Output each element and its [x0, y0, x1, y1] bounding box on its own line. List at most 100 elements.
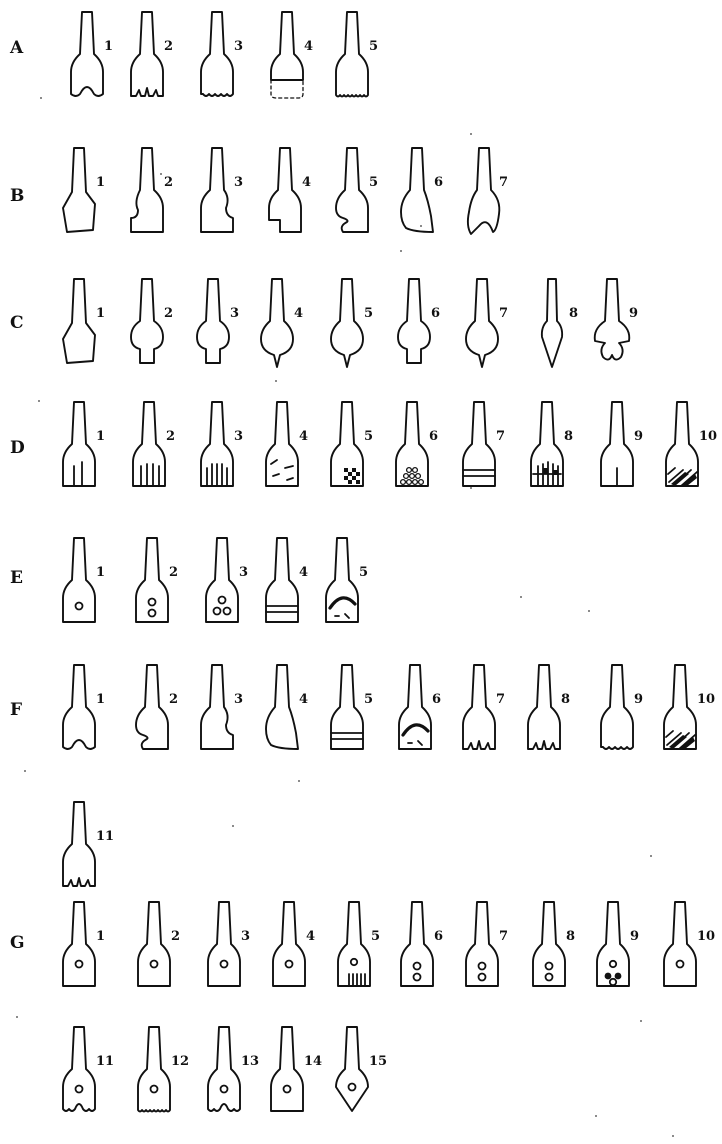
pendant-number: 8	[566, 930, 575, 943]
pendant-number: 5	[369, 176, 378, 189]
row-label-d: D	[10, 438, 25, 458]
pendant-g-12	[137, 1025, 173, 1117]
pendant-d-5	[330, 400, 366, 492]
pendant-e-3	[205, 536, 241, 628]
pendant-number: 6	[434, 930, 443, 943]
pendant-number: 1	[96, 176, 105, 189]
print-speck	[595, 1115, 597, 1117]
pendant-g-10	[663, 900, 699, 992]
pendant-d-4	[265, 400, 301, 492]
pendant-g-3	[207, 900, 243, 992]
print-speck	[400, 250, 402, 252]
print-speck	[588, 610, 590, 612]
print-speck	[16, 1016, 18, 1018]
pendant-number: 15	[369, 1055, 387, 1068]
pendant-number: 5	[364, 430, 373, 443]
pendant-c-6	[397, 277, 433, 369]
pendant-number: 2	[166, 430, 175, 443]
print-speck	[232, 825, 234, 827]
pendant-number: 7	[499, 930, 508, 943]
row-label-g: G	[10, 933, 25, 953]
pendant-c-7	[465, 277, 501, 369]
pendant-b-7	[465, 146, 501, 238]
pendant-f-3	[200, 663, 236, 755]
pendant-c-4	[260, 277, 296, 369]
print-speck	[470, 133, 472, 135]
row-label-a: A	[10, 38, 23, 58]
pendant-f-4	[265, 663, 301, 755]
pendant-d-10	[665, 400, 701, 492]
pendant-number: 6	[432, 693, 441, 706]
pendant-number: 7	[496, 693, 505, 706]
pendant-a-3	[200, 10, 236, 102]
pendant-number: 3	[239, 566, 248, 579]
pendant-f-7	[462, 663, 498, 755]
pendant-number: 4	[304, 40, 313, 53]
pendant-g-4	[272, 900, 308, 992]
pendant-d-8	[530, 400, 566, 492]
pendant-g-2	[137, 900, 173, 992]
pendant-a-4	[270, 10, 306, 102]
pendant-number: 9	[634, 430, 643, 443]
print-speck	[420, 225, 422, 227]
pendant-g-15	[335, 1025, 371, 1117]
pendant-a-5	[335, 10, 371, 102]
pendant-number: 3	[234, 430, 243, 443]
pendant-number: 4	[302, 176, 311, 189]
pendant-number: 1	[96, 430, 105, 443]
pendant-d-2	[132, 400, 168, 492]
pendant-number: 5	[364, 307, 373, 320]
pendant-c-8	[535, 277, 571, 369]
pendant-number: 4	[294, 307, 303, 320]
pendant-d-6	[395, 400, 431, 492]
pendant-number: 2	[164, 307, 173, 320]
pendant-number: 4	[299, 430, 308, 443]
pendant-e-2	[135, 536, 171, 628]
print-speck	[520, 596, 522, 598]
pendant-number: 6	[434, 176, 443, 189]
pendant-b-1	[62, 146, 98, 238]
print-speck	[160, 173, 162, 175]
pendant-number: 7	[499, 176, 508, 189]
pendant-b-2	[130, 146, 166, 238]
row-label-e: E	[10, 568, 23, 588]
pendant-e-4	[265, 536, 301, 628]
pendant-f-5	[330, 663, 366, 755]
pendant-g-11	[62, 1025, 98, 1117]
row-label-f: F	[10, 700, 22, 720]
pendant-g-8	[532, 900, 568, 992]
print-speck	[470, 487, 472, 489]
print-speck	[672, 1135, 674, 1137]
pendant-number: 2	[169, 693, 178, 706]
pendant-c-5	[330, 277, 366, 369]
pendant-number: 10	[697, 930, 715, 943]
pendant-number: 14	[304, 1055, 322, 1068]
pendant-g-1	[62, 900, 98, 992]
pendant-f-1	[62, 663, 98, 755]
pendant-number: 12	[171, 1055, 189, 1068]
pendant-number: 8	[561, 693, 570, 706]
pendant-f-11	[62, 800, 98, 892]
pendant-number: 4	[299, 566, 308, 579]
print-speck	[24, 770, 26, 772]
pendant-number: 10	[697, 693, 715, 706]
print-speck	[650, 855, 652, 857]
pendant-b-5	[335, 146, 371, 238]
pendant-g-14	[270, 1025, 306, 1117]
pendant-f-6	[398, 663, 434, 755]
pendant-number: 11	[96, 1055, 114, 1068]
print-speck	[38, 400, 40, 402]
pendant-d-1	[62, 400, 98, 492]
row-label-b: B	[10, 186, 24, 206]
pendant-e-1	[62, 536, 98, 628]
pendant-number: 3	[230, 307, 239, 320]
pendant-number: 2	[164, 176, 173, 189]
pendant-number: 6	[429, 430, 438, 443]
pendant-number: 8	[569, 307, 578, 320]
pendant-c-1	[62, 277, 98, 369]
pendant-number: 2	[169, 566, 178, 579]
pendant-number: 2	[164, 40, 173, 53]
pendant-f-8	[527, 663, 563, 755]
pendant-number: 3	[234, 40, 243, 53]
